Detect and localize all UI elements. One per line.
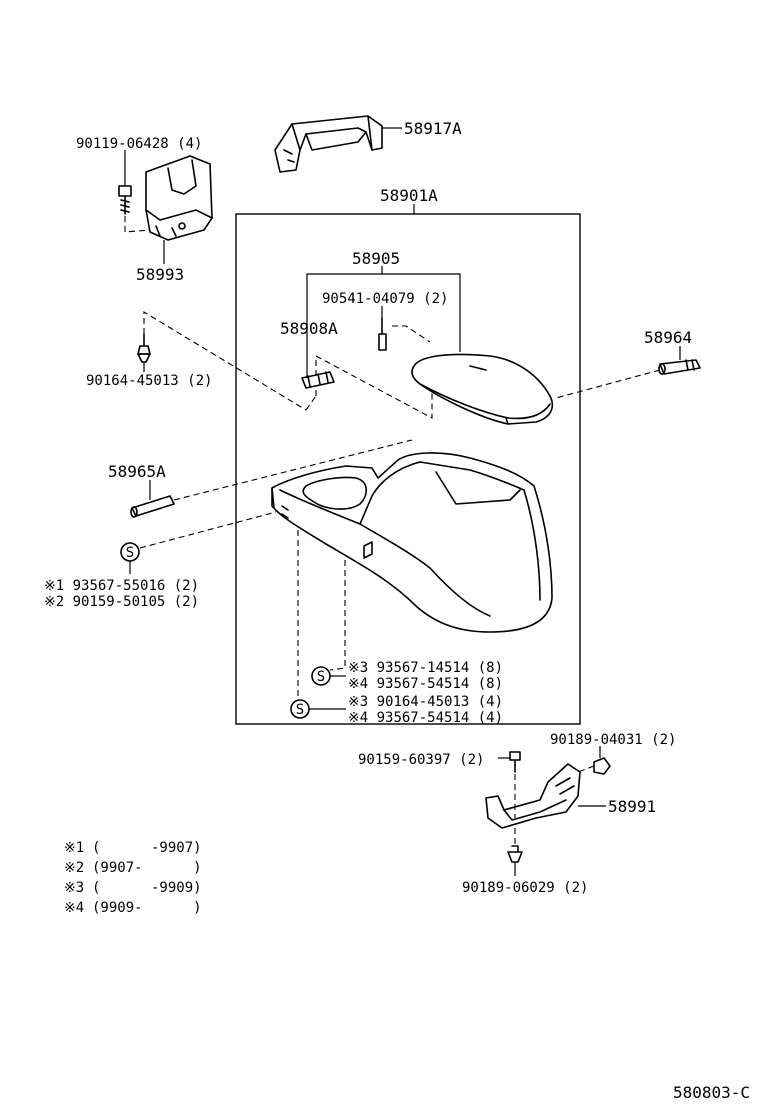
nut-90189-upper-part [593, 757, 611, 775]
pin-58964-part [658, 359, 701, 375]
legend-mark-1: ※1 [64, 840, 84, 856]
clip-58908A-part [301, 371, 335, 389]
leader-58905 [306, 273, 461, 352]
label-58901A: 58901A [380, 186, 438, 205]
dash-s-upper [139, 511, 277, 549]
screw-90159-part [509, 751, 521, 773]
legend-range-1: ( -9907) [92, 840, 202, 856]
dash-clip-to-cover [143, 311, 307, 411]
clip-90189-lower-part [507, 845, 523, 863]
dash-90119-to-bracket [124, 216, 151, 233]
clip-90164-upper-part [137, 333, 151, 363]
screw-90119-part [118, 185, 132, 215]
label-58965A: 58965A [108, 462, 166, 481]
handle-58917A-part [274, 115, 383, 173]
label-s3b: ※3 90164-45013 (4) [348, 694, 503, 710]
dash-cover-line [305, 355, 433, 419]
dash-s-middle [329, 560, 346, 671]
legend-range-3: ( -9909) [92, 880, 202, 896]
dash-pin-58965A [173, 439, 413, 501]
symbol-s-lower-text: S [296, 702, 304, 718]
label-58993: 58993 [136, 265, 184, 284]
dash-screw-to-lid [392, 325, 431, 343]
label-58964: 58964 [644, 328, 692, 347]
legend-mark-4: ※4 [64, 900, 84, 916]
label-90189-lower: 90189-06029 (2) [462, 880, 588, 896]
label-90189-upper: 90189-04031 (2) [550, 732, 676, 748]
screw-90541-part [378, 317, 387, 351]
label-58917A: 58917A [404, 119, 462, 138]
dash-90189-upper [577, 765, 595, 773]
assembly-frame [235, 213, 581, 725]
symbol-s-middle-text: S [317, 669, 325, 685]
label-s4a: ※4 93567-54514 (8) [348, 676, 503, 692]
label-s1: ※1 93567-55016 (2) [44, 578, 199, 594]
label-s4b: ※4 93567-54514 (4) [348, 710, 503, 726]
bracket-58991-part [485, 763, 581, 829]
label-90119: 90119-06428 (4) [76, 136, 202, 152]
pin-58965A-part [130, 495, 175, 518]
label-90541: 90541-04079 (2) [322, 291, 448, 307]
dash-pin-58964 [555, 369, 661, 399]
bracket-58993-part [145, 155, 213, 241]
label-58908A: 58908A [280, 319, 338, 338]
symbol-s-upper-text: S [126, 545, 134, 561]
symbol-s-middle: S [311, 666, 331, 686]
legend: ※1 ( -9907) ※2 (9907- ) ※3 ( -9909) ※4 (… [64, 840, 202, 916]
legend-mark-2: ※2 [64, 860, 84, 876]
legend-range-4: (9909- ) [92, 900, 202, 916]
legend-mark-3: ※3 [64, 880, 84, 896]
label-58991: 58991 [608, 797, 656, 816]
symbol-s-upper: S [120, 542, 140, 562]
label-58905: 58905 [352, 249, 400, 268]
symbol-s-lower: S [290, 699, 310, 719]
label-90159: 90159-60397 (2) [358, 752, 484, 768]
lid-58905-part [411, 353, 554, 425]
legend-range-2: (9907- ) [92, 860, 202, 876]
label-s2: ※2 90159-50105 (2) [44, 594, 199, 610]
label-90164-upper: 90164-45013 (2) [86, 373, 212, 389]
console-body-part [271, 452, 553, 633]
label-s3a: ※3 93567-14514 (8) [348, 660, 503, 676]
figure-code: 580803-C [673, 1083, 750, 1102]
